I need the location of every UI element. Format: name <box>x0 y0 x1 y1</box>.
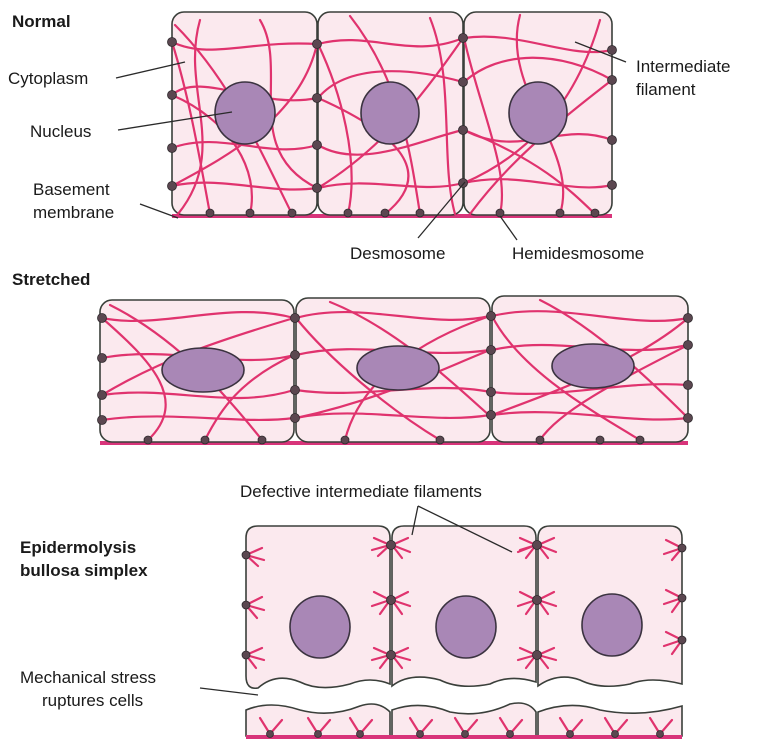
nucleus-ebs-2 <box>436 596 496 658</box>
label-desmosome: Desmosome <box>350 244 445 263</box>
section-title-normal: Normal <box>12 12 71 31</box>
stretched-panel <box>98 296 693 444</box>
section-title-stretched: Stretched <box>12 270 90 289</box>
label-basement-2: membrane <box>33 203 114 222</box>
label-intermediate-2: filament <box>636 80 696 99</box>
nucleus-ebs-1 <box>290 596 350 658</box>
section-title-ebs-2: bullosa simplex <box>20 561 148 580</box>
label-nucleus: Nucleus <box>30 122 91 141</box>
normal-panel <box>168 12 617 217</box>
nucleus-ebs-3 <box>582 594 642 656</box>
section-title-ebs-1: Epidermolysis <box>20 538 136 557</box>
nucleus-normal-2 <box>361 82 419 144</box>
nucleus-normal-3 <box>509 82 567 144</box>
label-basement-1: Basement <box>33 180 110 199</box>
label-stress-2: ruptures cells <box>42 691 143 710</box>
label-stress-1: Mechanical stress <box>20 668 156 687</box>
nucleus-stretched-3 <box>552 344 634 388</box>
nucleus-stretched-1 <box>162 348 244 392</box>
label-hemidesmosome: Hemidesmosome <box>512 244 644 263</box>
label-cytoplasm: Cytoplasm <box>8 69 88 88</box>
nucleus-stretched-2 <box>357 346 439 390</box>
ebs-panel <box>242 526 686 738</box>
label-intermediate-1: Intermediate <box>636 57 731 76</box>
label-defective: Defective intermediate filaments <box>240 482 482 501</box>
